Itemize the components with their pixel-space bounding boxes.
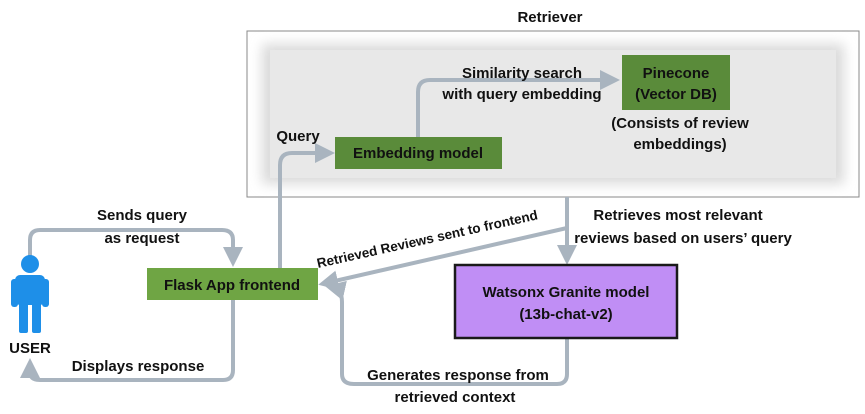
retrieves-label-line2: reviews based on users’ query bbox=[574, 230, 792, 247]
watson-label-line2: (13b-chat-v2) bbox=[519, 306, 612, 323]
similarity-label-line2: with query embedding bbox=[441, 86, 601, 103]
flask-node bbox=[147, 268, 318, 300]
sends-label-line1: Sends query bbox=[97, 207, 188, 224]
generates-label-line2: retrieved context bbox=[395, 389, 516, 406]
flask-label: Flask App frontend bbox=[164, 277, 300, 294]
pinecone-note-line1: (Consists of review bbox=[611, 115, 749, 132]
arrow-query bbox=[278, 143, 335, 268]
generates-label-line1: Generates response from bbox=[367, 367, 549, 384]
person-icon bbox=[11, 255, 49, 333]
watson-node bbox=[453, 263, 679, 340]
embedding-label: Embedding model bbox=[353, 145, 483, 162]
arrow-displays-response bbox=[20, 300, 235, 382]
watson-label-line1: Watsonx Granite model bbox=[483, 284, 650, 301]
pinecone-label-line1: Pinecone bbox=[643, 65, 710, 82]
arrow-sends-query bbox=[28, 228, 243, 267]
retriever-title: Retriever bbox=[517, 9, 582, 26]
retrieves-label-line1: Retrieves most relevant bbox=[593, 207, 762, 224]
query-label: Query bbox=[276, 128, 320, 145]
sends-label-line2: as request bbox=[104, 230, 179, 247]
user-label: USER bbox=[9, 340, 51, 357]
pinecone-note-line2: embeddings) bbox=[633, 136, 726, 153]
embedding-node bbox=[335, 137, 502, 169]
arrow-similarity-search bbox=[416, 70, 620, 137]
arrow-generates-response bbox=[325, 280, 569, 386]
pinecone-label-line2: (Vector DB) bbox=[635, 86, 717, 103]
similarity-label-line1: Similarity search bbox=[462, 65, 582, 82]
displays-label: Displays response bbox=[72, 358, 205, 375]
pinecone-node bbox=[622, 55, 730, 110]
